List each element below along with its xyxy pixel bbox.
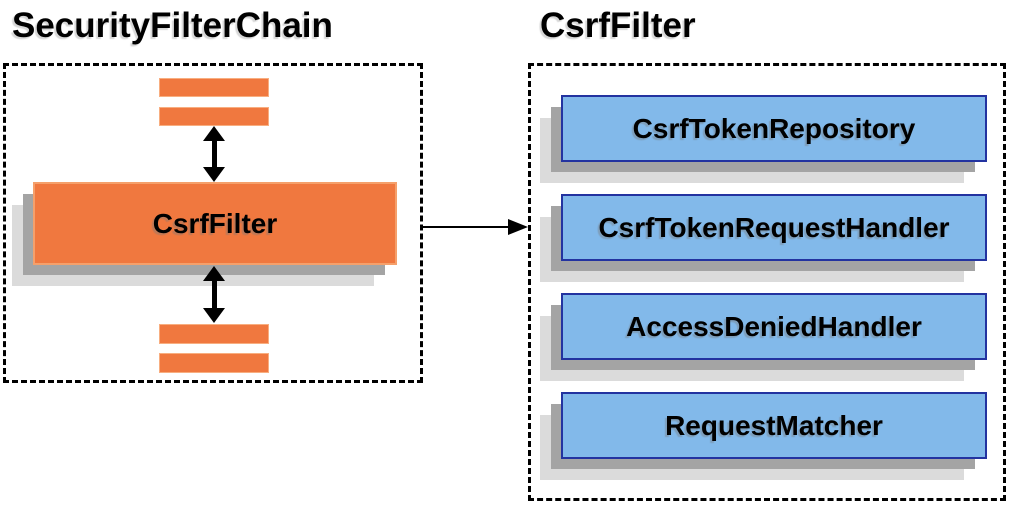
component-box-csrf-token-request-handler: CsrfTokenRequestHandler xyxy=(561,194,987,261)
component-box-access-denied-handler: AccessDeniedHandler xyxy=(561,293,987,360)
filter-placeholder-bar-bottom-1 xyxy=(159,324,269,344)
arrow-head-down-icon xyxy=(203,167,225,182)
arrow-head-up-icon xyxy=(203,126,225,141)
component-label: CsrfTokenRequestHandler xyxy=(598,211,950,243)
filter-placeholder-bar-top-2 xyxy=(159,107,269,126)
csrf-filter-title: CsrfFilter xyxy=(540,6,696,45)
arrow-head-right-icon xyxy=(508,219,528,235)
component-label: CsrfTokenRepository xyxy=(632,112,916,144)
arrow-shaft xyxy=(423,226,510,228)
filter-placeholder-bar-top-1 xyxy=(159,78,269,97)
flow-arrow xyxy=(423,219,528,235)
component-box-csrf-token-repository: CsrfTokenRepository xyxy=(561,95,987,162)
bidirectional-arrow-bottom xyxy=(203,266,225,323)
bidirectional-arrow-top xyxy=(203,126,225,182)
arrow-head-down-icon xyxy=(203,308,225,323)
filter-placeholder-bar-bottom-2 xyxy=(159,353,269,373)
component-box-request-matcher: RequestMatcher xyxy=(561,392,987,459)
security-filter-chain-title: SecurityFilterChain xyxy=(12,6,333,45)
csrf-filter-detail-container xyxy=(528,63,1006,501)
csrf-filter-box: CsrfFilter xyxy=(33,182,397,265)
security-filter-chain-container xyxy=(3,63,423,383)
arrow-head-up-icon xyxy=(203,266,225,281)
arrow-shaft xyxy=(211,138,217,170)
component-label: AccessDeniedHandler xyxy=(626,310,922,342)
arrow-shaft xyxy=(211,278,217,311)
component-label: RequestMatcher xyxy=(665,409,883,441)
csrf-filter-box-label: CsrfFilter xyxy=(152,207,278,239)
